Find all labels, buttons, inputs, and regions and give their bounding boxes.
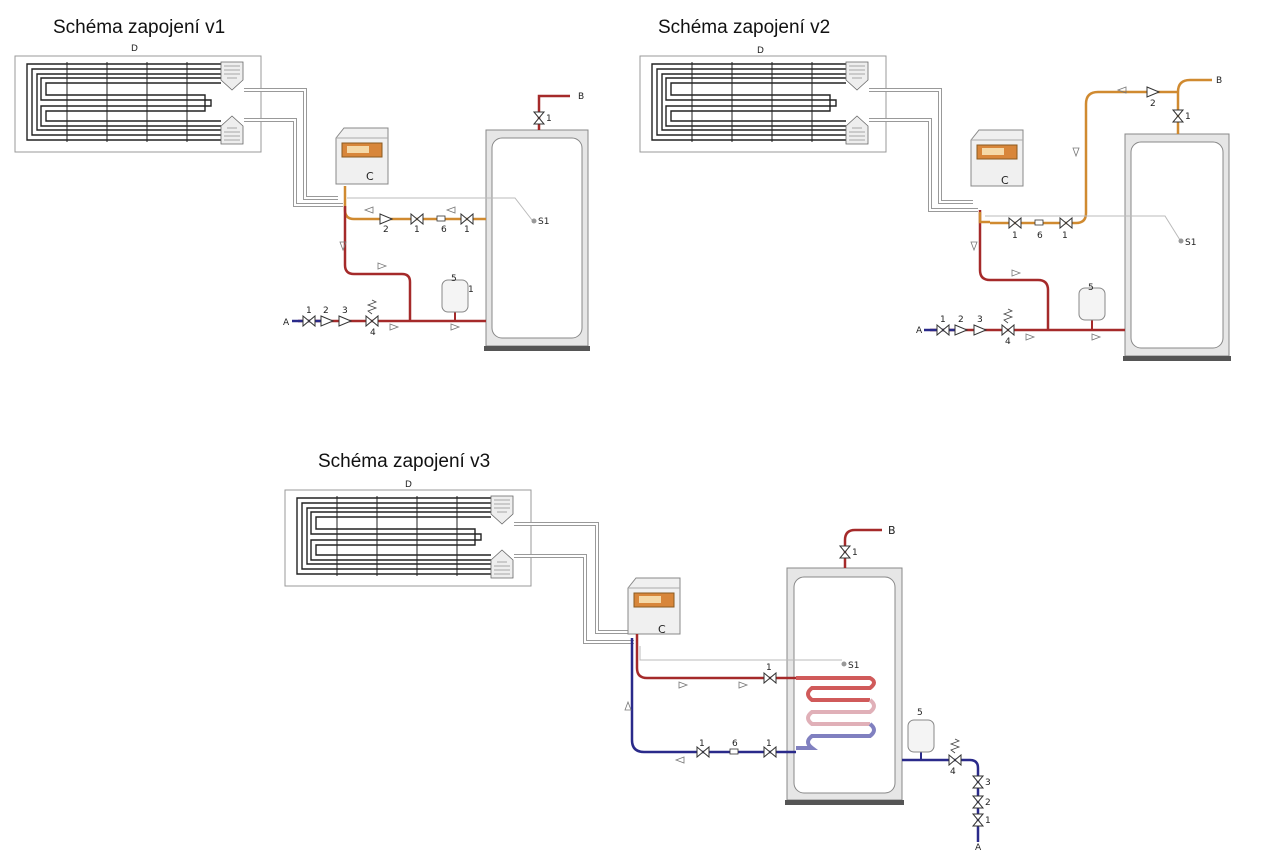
inlet-valve-3-v2: 3 (977, 315, 983, 325)
solar-collector-v2 (639, 55, 887, 153)
inlet-valve-4-v1: 4 (370, 328, 376, 338)
cold-inlet-label-v3: A (975, 843, 982, 853)
expansion-tank-v3 (907, 719, 935, 753)
return-valve-1a-v3: 1 (699, 739, 705, 749)
controller-label-v2: C (1001, 174, 1009, 187)
diagram-title-v1: Schéma zapojení v1 (53, 17, 226, 38)
return-valve-6-v3: 6 (732, 739, 738, 749)
controller-v2 (970, 129, 1024, 187)
return-valve-1b-v2: 1 (1062, 231, 1068, 241)
expansion-tank-label-v1: 5 (451, 274, 457, 284)
inlet-valve-1-v1: 1 (306, 306, 312, 316)
diagram-v1: D C 1 B S1 2 1 6 1 (14, 44, 590, 351)
outlet-valve-1-v2: 1 (1185, 112, 1191, 122)
controller-label-v3: C (658, 623, 666, 636)
controller-v1 (335, 127, 389, 185)
sensor-label-v3: S1 (848, 661, 859, 671)
inlet-valve-2-v2: 2 (958, 315, 964, 325)
cold-inlet-label-v1: A (283, 318, 290, 328)
return-valve-1a-v2: 1 (1012, 231, 1018, 241)
diagram-v2: D C 1 B 2 1 6 1 S1 (639, 46, 1231, 361)
inlet-valve-4-v3: 4 (950, 767, 956, 777)
inlet-valve-1-v2: 1 (940, 315, 946, 325)
solar-collector-v3 (284, 489, 532, 587)
sensor-s1-v2 (1178, 238, 1184, 244)
outlet-valve-2-v2: 2 (1150, 99, 1156, 109)
expansion-tank-label-v2: 5 (1088, 283, 1094, 293)
controller-label-v1: C (366, 170, 374, 183)
return-valve-1b-v1: 1 (464, 225, 470, 235)
inlet-valve-4-v2: 4 (1005, 337, 1011, 347)
return-valve-1a-v1: 1 (414, 225, 420, 235)
inlet-valve-3-v1: 3 (342, 306, 348, 316)
flow-valve-v3: 1 (766, 663, 772, 673)
inlet-valve-3-v3: 3 (985, 778, 991, 788)
return-valve-6-v2: 6 (1037, 231, 1043, 241)
inlet-valve-1-v3: 1 (985, 816, 991, 826)
sensor-label-v2: S1 (1185, 238, 1196, 248)
collector-label-v3: D (405, 480, 412, 490)
diagram-v3: D C 1 B S1 1 1 (284, 480, 991, 853)
outlet-valve-label-v1: 1 (546, 114, 552, 124)
hot-outlet-label-v3: B (888, 524, 896, 537)
controller-v3 (627, 577, 681, 635)
hot-outlet-label-v1: B (578, 92, 584, 102)
collector-label-v2: D (757, 46, 764, 56)
tank-valve-label-v1: 1 (468, 285, 474, 295)
return-valve-6-v1: 6 (441, 225, 447, 235)
inlet-valve-2-v1: 2 (323, 306, 329, 316)
expansion-tank-label-v3: 5 (917, 708, 923, 718)
outlet-valve-v1 (533, 111, 545, 125)
sensor-s1-v1 (531, 218, 537, 224)
cold-inlet-label-v2: A (916, 326, 923, 336)
return-valve-1b-v3: 1 (766, 739, 772, 749)
collector-label-v1: D (131, 44, 138, 54)
diagram-title-v3: Schéma zapojení v3 (318, 451, 491, 472)
inlet-valve-2-v3: 2 (985, 798, 991, 808)
outlet-valve-v3: 1 (852, 548, 858, 558)
hot-outlet-label-v2: B (1216, 76, 1222, 86)
return-valve-2-v1: 2 (383, 225, 389, 235)
sensor-label-v1: S1 (538, 217, 549, 227)
sensor-s1-v3 (841, 661, 847, 667)
heat-exchanger-coil-v3 (796, 676, 876, 750)
diagram-title-v2: Schéma zapojení v2 (658, 17, 831, 38)
solar-collector-v1 (14, 55, 262, 153)
expansion-tank-v1 (441, 279, 469, 313)
